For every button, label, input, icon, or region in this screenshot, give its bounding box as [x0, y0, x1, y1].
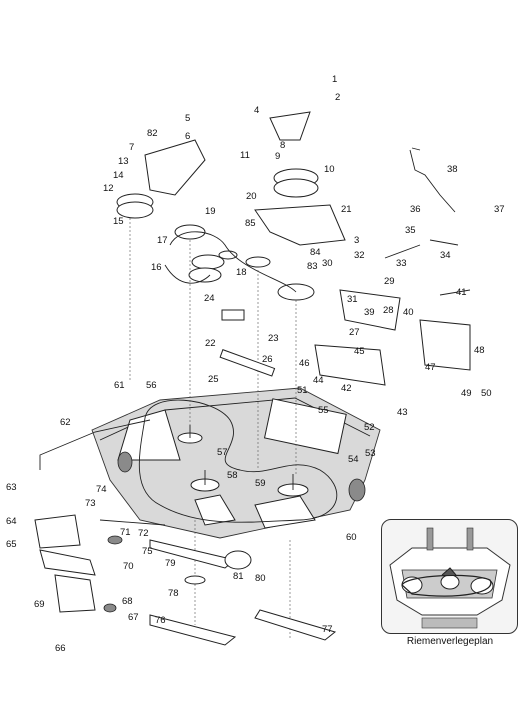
callout-58: 58: [227, 470, 238, 481]
callout-34: 34: [440, 250, 451, 261]
callout-13: 13: [118, 156, 129, 167]
callout-42: 42: [341, 383, 352, 394]
drive-belt: [138, 399, 338, 523]
callout-25: 25: [208, 374, 219, 385]
callout-49: 49: [461, 388, 472, 399]
callout-82: 82: [147, 128, 158, 139]
callout-68: 68: [122, 596, 133, 607]
left-rod-assembly: [34, 419, 166, 613]
callout-31: 31: [347, 294, 358, 305]
callout-81: 81: [233, 571, 244, 582]
callout-35: 35: [405, 225, 416, 236]
belt-routing-drawing: [389, 527, 511, 629]
callout-10: 10: [324, 164, 335, 175]
lift-linkage: [219, 147, 471, 386]
callout-59: 59: [255, 478, 266, 489]
callout-63: 63: [6, 482, 17, 493]
callout-39: 39: [364, 307, 375, 318]
callout-67: 67: [128, 612, 139, 623]
callout-77: 77: [322, 624, 333, 635]
callout-33: 33: [396, 258, 407, 269]
callout-21: 21: [341, 204, 352, 215]
belt-routing-inset: [381, 519, 518, 634]
callout-7: 7: [129, 142, 134, 153]
callout-3: 3: [354, 235, 359, 246]
callout-37: 37: [494, 204, 505, 215]
callout-45: 45: [354, 346, 365, 357]
pulley-assembly: [116, 111, 346, 321]
callout-8: 8: [280, 140, 285, 151]
callout-29: 29: [384, 276, 395, 287]
callout-46: 46: [299, 358, 310, 369]
callout-26: 26: [262, 354, 273, 365]
callout-73: 73: [85, 498, 96, 509]
callout-41: 41: [456, 287, 467, 298]
callout-48: 48: [474, 345, 485, 356]
callout-28: 28: [383, 305, 394, 316]
callout-12: 12: [103, 183, 114, 194]
callout-51: 51: [297, 385, 308, 396]
callout-76: 76: [155, 615, 166, 626]
callout-54: 54: [348, 454, 359, 465]
callout-52: 52: [364, 422, 375, 433]
callout-60: 60: [346, 532, 357, 543]
callout-38: 38: [447, 164, 458, 175]
callout-62: 62: [60, 417, 71, 428]
callout-84: 84: [310, 247, 321, 258]
callout-15: 15: [113, 216, 124, 227]
callout-66: 66: [55, 643, 66, 654]
callout-43: 43: [397, 407, 408, 418]
callout-24: 24: [204, 293, 215, 304]
callout-53: 53: [365, 448, 376, 459]
callout-55: 55: [318, 405, 329, 416]
callout-18: 18: [236, 267, 247, 278]
callout-56: 56: [146, 380, 157, 391]
callout-19: 19: [205, 206, 216, 217]
callout-74: 74: [96, 484, 107, 495]
callout-5: 5: [185, 113, 190, 124]
callout-2: 2: [335, 92, 340, 103]
callout-labels: 1 2 3 4 5 6 7 8 9 10 11 12 13 14 15 16 1…: [6, 74, 505, 654]
callout-14: 14: [113, 170, 124, 181]
callout-30: 30: [322, 258, 333, 269]
callout-44: 44: [313, 375, 324, 386]
callout-57: 57: [217, 447, 228, 458]
callout-83: 83: [307, 261, 318, 272]
callout-80: 80: [255, 573, 266, 584]
callout-78: 78: [168, 588, 179, 599]
callout-47: 47: [425, 362, 436, 373]
callout-70: 70: [123, 561, 134, 572]
callout-23: 23: [268, 333, 279, 344]
callout-6: 6: [185, 131, 190, 142]
callout-4: 4: [254, 105, 259, 116]
callout-20: 20: [246, 191, 257, 202]
callout-32: 32: [354, 250, 365, 261]
callout-11: 11: [240, 150, 250, 161]
callout-9: 9: [275, 151, 280, 162]
callout-75: 75: [142, 546, 153, 557]
callout-71: 71: [120, 527, 131, 538]
callout-1: 1: [332, 74, 337, 85]
callout-79: 79: [165, 558, 176, 569]
callout-17: 17: [157, 235, 168, 246]
callout-69: 69: [34, 599, 45, 610]
callout-85: 85: [245, 218, 256, 229]
callout-27: 27: [349, 327, 360, 338]
mower-deck-housing: [91, 387, 381, 539]
callout-64: 64: [6, 516, 17, 527]
inset-caption: Riemenverlegeplan: [406, 636, 494, 647]
cutter-blades: [149, 539, 337, 646]
callout-16: 16: [151, 262, 162, 273]
callout-65: 65: [6, 539, 17, 550]
callout-50: 50: [481, 388, 492, 399]
callout-40: 40: [403, 307, 414, 318]
callout-61: 61: [114, 380, 125, 391]
callout-22: 22: [205, 338, 216, 349]
callout-36: 36: [410, 204, 421, 215]
callout-72: 72: [138, 528, 149, 539]
